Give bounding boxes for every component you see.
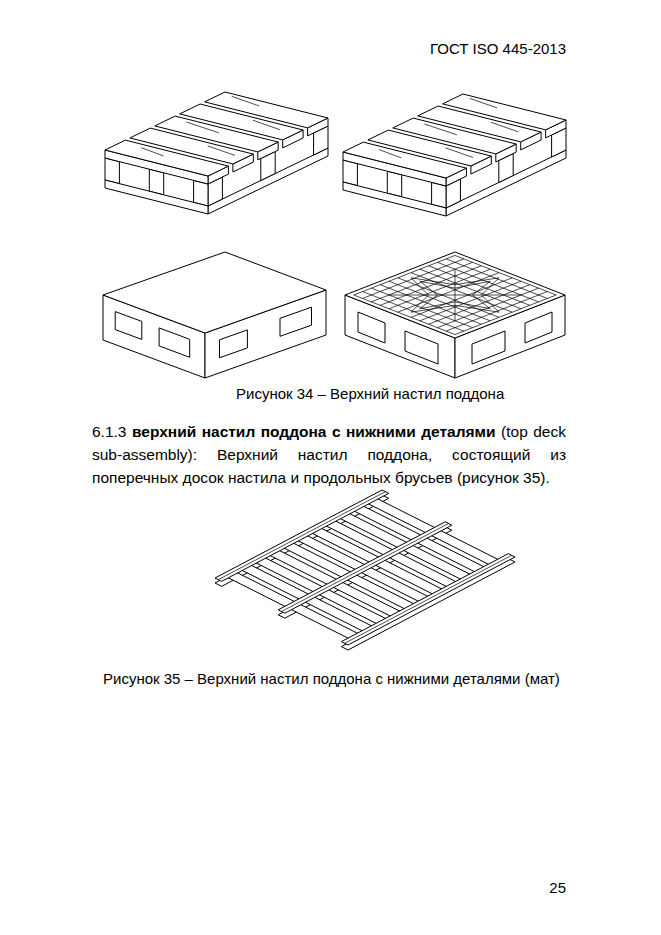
flat-top-pallet [103,252,326,378]
plastic-grid-pallet [345,252,565,378]
definition-paragraph: 6.1.3 верхний настил поддона с нижними д… [92,420,566,489]
top-deck-mat [215,490,515,650]
defined-term: верхний настил поддона с нижними деталям… [132,423,496,440]
wooden-pallet [343,94,566,216]
wooden-pallet [105,92,328,214]
page-number: 25 [549,879,566,897]
figure-caption: Рисунок 34 – Верхний настил поддона [236,385,504,403]
page-header: ГОСТ ISO 445-2013 [430,40,566,58]
clause-number: 6.1.3 [92,423,126,440]
figure-caption: Рисунок 35 – Верхний настил поддона с ни… [103,670,560,688]
